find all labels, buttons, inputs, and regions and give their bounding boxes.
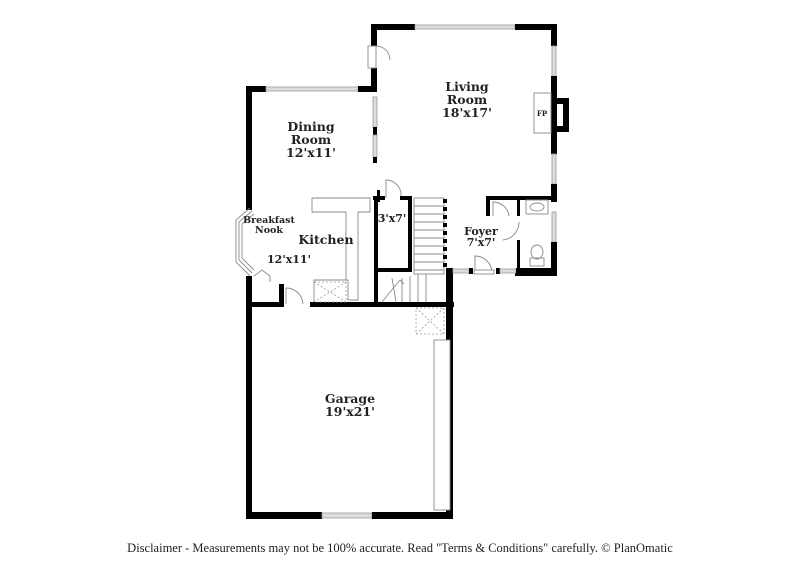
dining-room-walls <box>246 86 378 210</box>
foyer-doors <box>473 201 520 275</box>
garage-door <box>433 339 451 511</box>
label-closet: 3'x7' <box>378 212 407 225</box>
fireplace: FP <box>533 92 552 134</box>
dining-room-size: 12'x11' <box>286 145 336 160</box>
garage-attic-access <box>415 307 445 335</box>
dining-room-name-1: Dining <box>287 119 335 134</box>
kitchen-garage-door <box>285 287 304 305</box>
closet-size: 3'x7' <box>378 212 407 225</box>
living-room-name-1: Living <box>445 79 489 94</box>
breakfast-nook-name-2: Nook <box>255 225 283 236</box>
living-room-size: 18'x17' <box>442 105 492 120</box>
breakfast-nook-name-1: Breakfast <box>243 215 295 226</box>
foyer-name: Foyer <box>464 225 498 238</box>
garage-size: 19'x21' <box>325 404 375 419</box>
kitchen-size: 12'x11' <box>267 253 311 266</box>
fireplace-label: FP <box>537 109 548 118</box>
kitchen-counter <box>311 197 371 303</box>
label-dining-room: Dining Room 12'x11' <box>286 119 336 160</box>
stairs <box>381 197 447 303</box>
living-room-name-2: Room <box>447 92 487 107</box>
label-living-room: Living Room 18'x17' <box>442 79 492 120</box>
powder-room-fixtures <box>525 199 549 267</box>
living-room-door <box>367 45 391 69</box>
bay-window <box>235 207 271 282</box>
closet-walls <box>373 190 412 306</box>
foyer-size: 7'x7' <box>467 236 496 249</box>
label-kitchen: Kitchen 12'x11' <box>267 232 354 266</box>
garage-name: Garage <box>325 391 375 406</box>
closet-door <box>385 179 402 198</box>
dining-room-name-2: Room <box>291 132 331 147</box>
kitchen-walls <box>246 276 454 512</box>
label-breakfast-nook: Breakfast Nook <box>243 215 295 236</box>
disclaimer-text: Disclaimer - Measurements may not be 100… <box>127 541 673 555</box>
foyer-walls <box>446 196 556 516</box>
label-garage: Garage 19'x21' <box>325 391 375 419</box>
label-foyer: Foyer 7'x7' <box>464 225 498 249</box>
kitchen-name: Kitchen <box>298 232 353 247</box>
